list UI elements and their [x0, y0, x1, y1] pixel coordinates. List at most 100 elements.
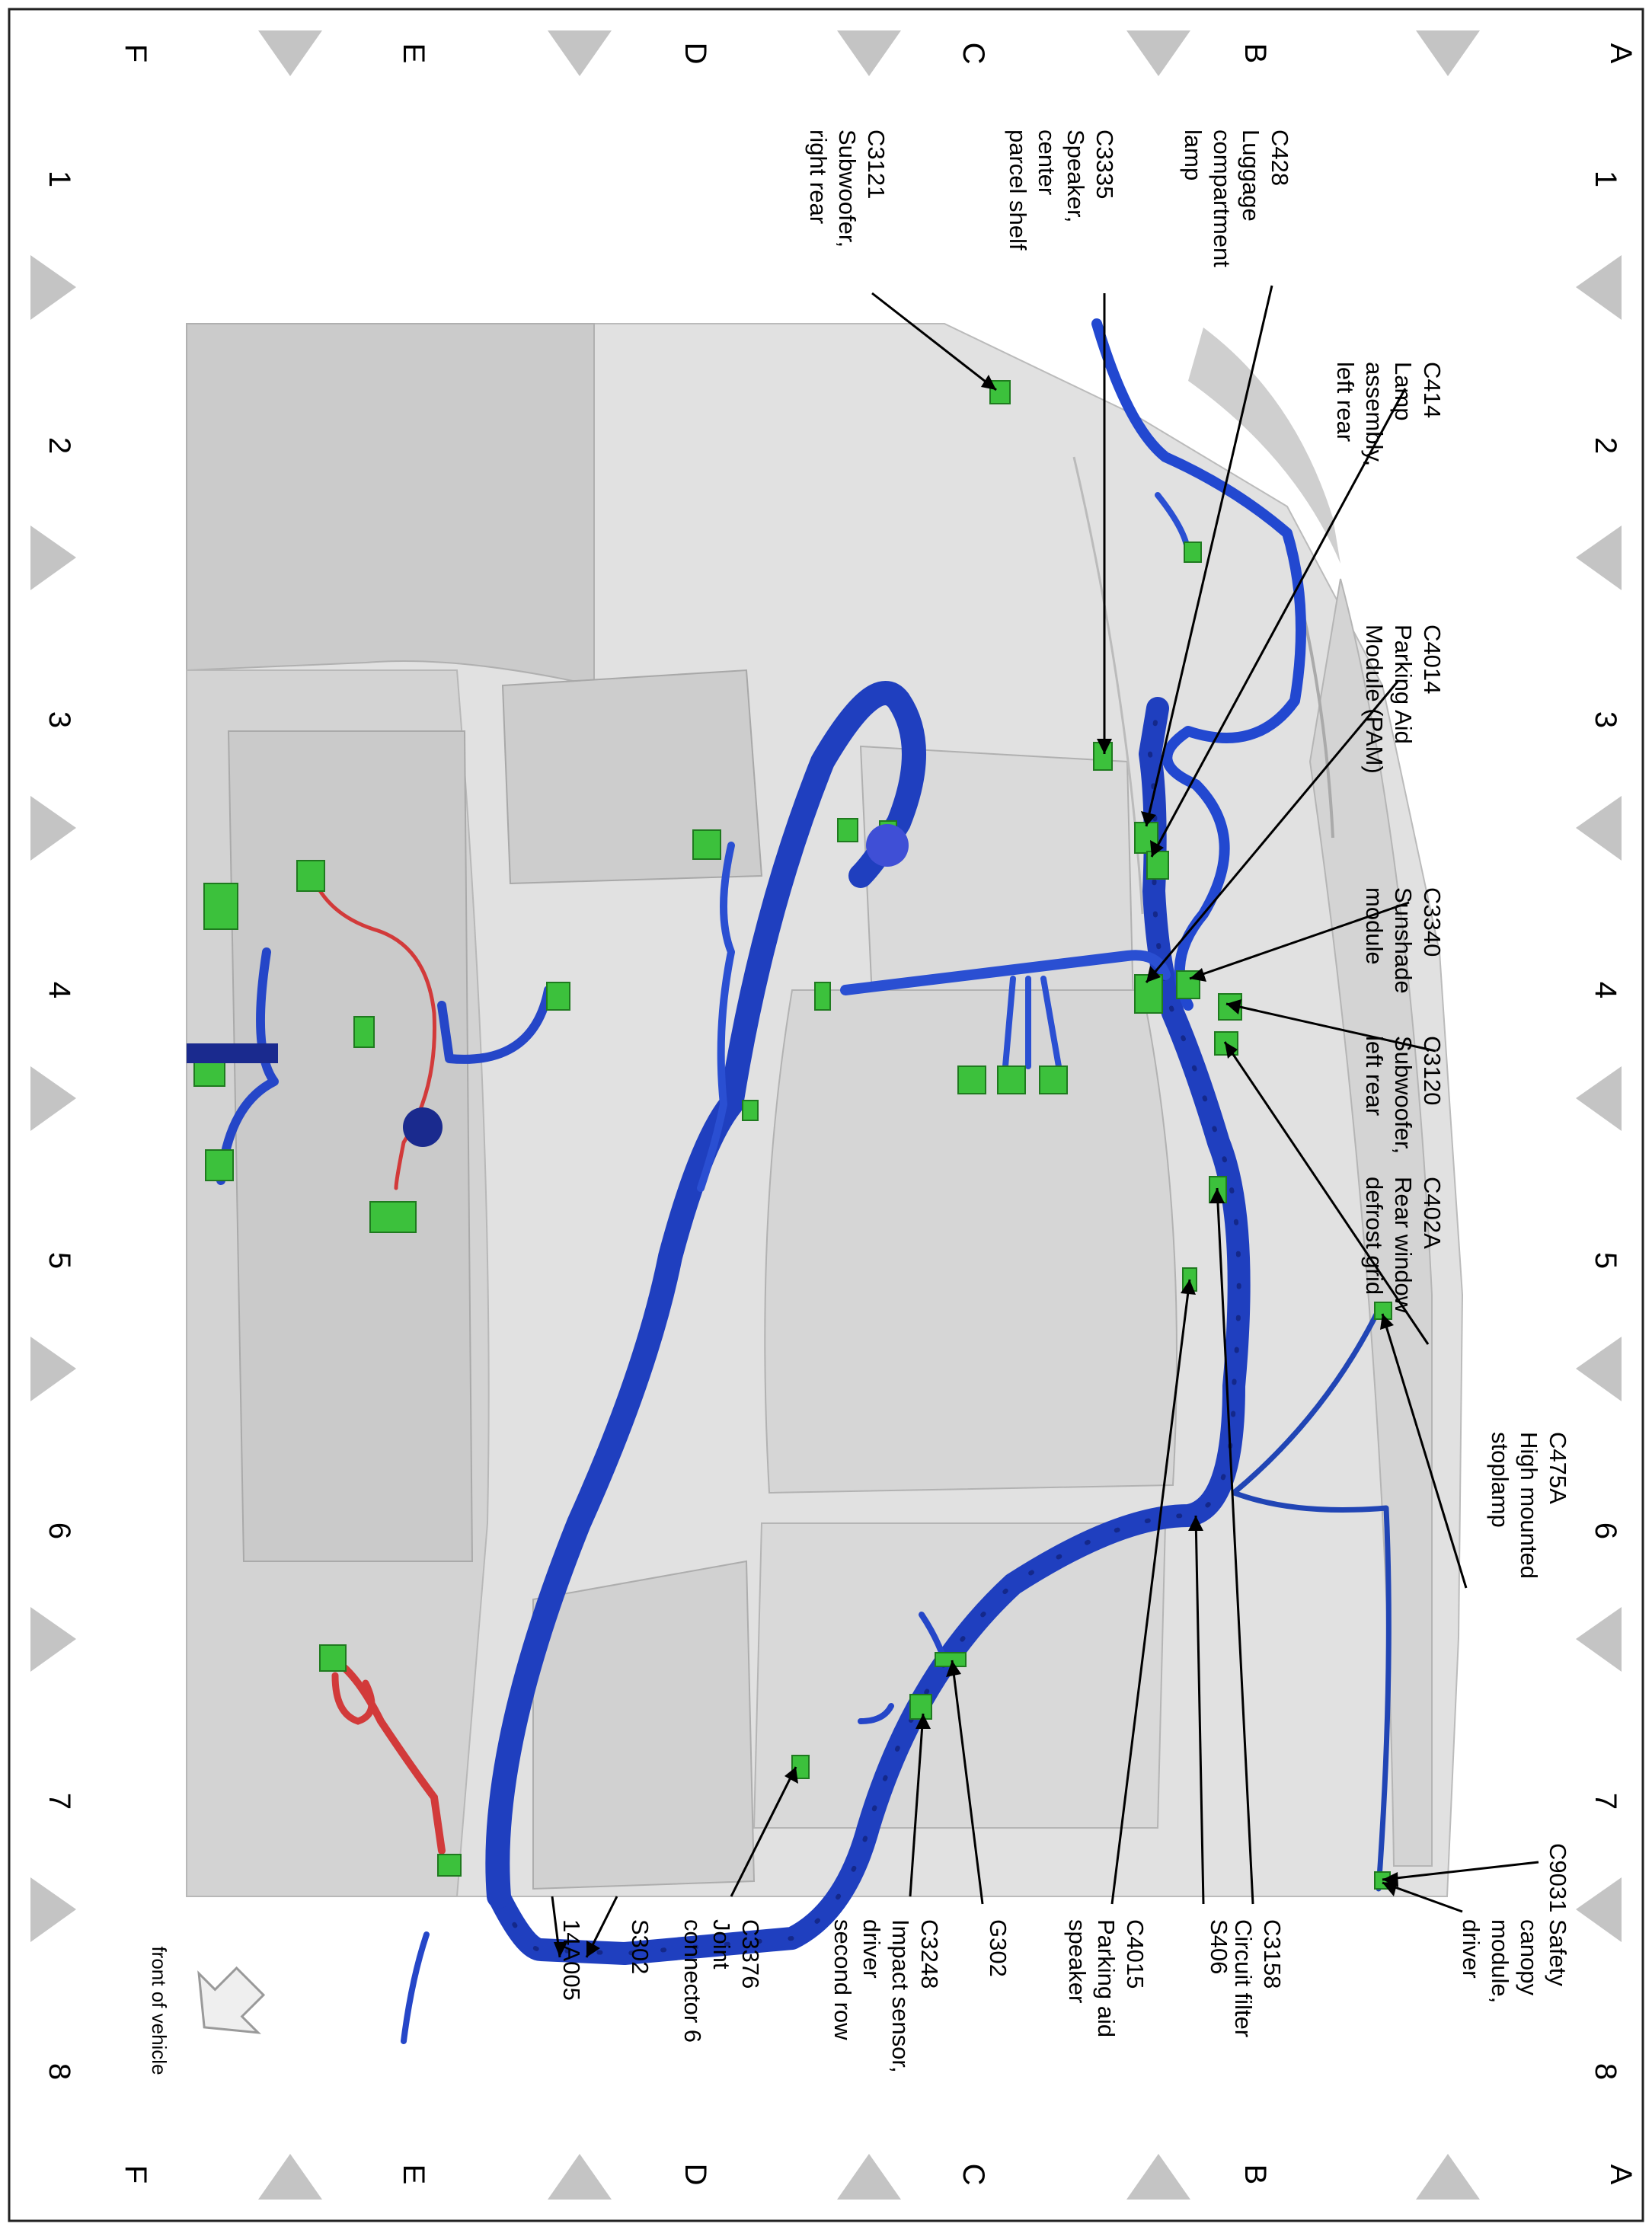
grid-column-label: 1: [1589, 171, 1622, 187]
grid-column-label: 8: [43, 2063, 76, 2080]
callout-text-line: Module (PAM): [1361, 625, 1388, 774]
grid-row-label: B: [1238, 2165, 1272, 2185]
connector: [319, 1644, 347, 1672]
callout-text-line: S406: [1206, 1919, 1232, 1974]
callout-text-line: parcel shelf: [1005, 129, 1031, 251]
callout-text-line: C3376: [737, 1919, 764, 1989]
connector: [205, 1149, 234, 1181]
grid-labels-bottom: A B C D E F: [119, 2164, 1638, 2186]
grid-column-label: 1: [43, 171, 76, 187]
harness-bottom-run: [401, 1931, 430, 2044]
harness-left-branch: [216, 947, 553, 1185]
harness-loop-left: [485, 681, 926, 1909]
grid-column-label: 6: [43, 1522, 76, 1539]
red-wiring: [310, 874, 446, 1855]
callout-text-line: driver: [858, 1919, 885, 1979]
grid-column-label: 5: [43, 1252, 76, 1269]
callout-text-line: left rear: [1361, 1036, 1388, 1116]
callout-text-line: Sunshade: [1390, 887, 1417, 994]
harness-branch-b: [1002, 976, 1062, 1069]
grid-row-label: F: [119, 44, 152, 62]
callout-s406: S406: [1206, 1919, 1232, 1974]
callout-text-line: C3120: [1419, 1036, 1446, 1105]
grid-row-label: D: [679, 2164, 712, 2186]
callout-text-line: canopy: [1516, 1919, 1542, 1995]
callout-text-line: G302: [985, 1919, 1011, 1977]
callout-text-line: stoplamp: [1487, 1432, 1513, 1528]
splice-details: [187, 824, 909, 1147]
callout-text-line: C402A: [1419, 1177, 1446, 1249]
callout-text-line: C9031: [1545, 1843, 1571, 1912]
callout-text-line: compartment: [1209, 129, 1235, 267]
grid-column-label: 3: [43, 711, 76, 728]
callout-text-line: Safety: [1545, 1919, 1571, 1986]
callout-text-line: S302: [627, 1919, 653, 1974]
callout-text-line: C475A: [1545, 1432, 1571, 1504]
connector: [814, 982, 831, 1011]
vehicle-body-illustration: [186, 323, 1464, 1897]
grid-column-label: 4: [43, 982, 76, 998]
connector: [296, 860, 325, 892]
callout-text-line: connector 6: [679, 1919, 706, 2043]
harness-upper-rail: [1091, 318, 1306, 1011]
callout-text-line: module: [1361, 887, 1388, 965]
grid-row-label: D: [679, 43, 712, 65]
callout-text-line: C3121: [863, 129, 890, 199]
connector: [997, 1065, 1026, 1094]
front-of-vehicle-label: front of vehicle: [148, 1946, 171, 2075]
callout-text-line: C3340: [1419, 887, 1446, 957]
grid-column-label: 7: [43, 1793, 76, 1810]
callout-text-line: 14A005: [558, 1919, 585, 2001]
callout-text-line: lamp: [1180, 129, 1206, 181]
callout-text-line: C414: [1419, 362, 1446, 418]
connector: [692, 829, 721, 860]
grid-row-label: C: [957, 2164, 990, 2186]
grid-column-label: 7: [1589, 1793, 1622, 1810]
callout-text-line: defrost grid: [1361, 1177, 1388, 1295]
connector: [1039, 1065, 1068, 1094]
grid-labels-top: A B C D E F: [119, 43, 1638, 65]
callout-text-line: High mounted: [1516, 1432, 1542, 1579]
front-of-vehicle-arrow-icon: [197, 1966, 266, 2034]
grid-column-label: 8: [1589, 2063, 1622, 2080]
leader-arrowheads: [554, 375, 1398, 1957]
callout-text-line: C4014: [1419, 625, 1446, 694]
callout-text-line: Joint: [708, 1919, 735, 1970]
callout-text-line: module,: [1487, 1919, 1513, 2003]
callout-s302: S302: [627, 1919, 653, 1974]
callout-c9031: C9031: [1545, 1843, 1571, 1912]
grid-column-label: 4: [1589, 982, 1622, 998]
connector: [1134, 974, 1163, 1014]
callout-text-line: Lamp: [1390, 362, 1417, 421]
grid-row-label: A: [1604, 2165, 1638, 2185]
connector: [742, 1100, 759, 1121]
callout-text-line: center: [1034, 129, 1060, 195]
connector: [353, 1016, 375, 1048]
connector: [546, 982, 570, 1011]
connector: [837, 818, 858, 842]
callout-text-line: Subwoofer,: [834, 129, 861, 248]
grid-column-label: 6: [1589, 1522, 1622, 1539]
callout-text-line: speaker: [1064, 1919, 1091, 2003]
grid-column-label: 5: [1589, 1252, 1622, 1269]
callout-g302: G302: [985, 1919, 1011, 1977]
grid-column-label: 2: [43, 437, 76, 454]
grid-row-label: C: [957, 43, 990, 65]
callout-text-line: Speaker,: [1062, 129, 1089, 222]
callout-text-line: assembly,: [1361, 362, 1388, 466]
callout-text-line: Parking Aid: [1390, 625, 1417, 744]
callout-text-line: Parking aid: [1093, 1919, 1120, 2037]
connector: [909, 1694, 932, 1720]
connector: [437, 1854, 462, 1877]
